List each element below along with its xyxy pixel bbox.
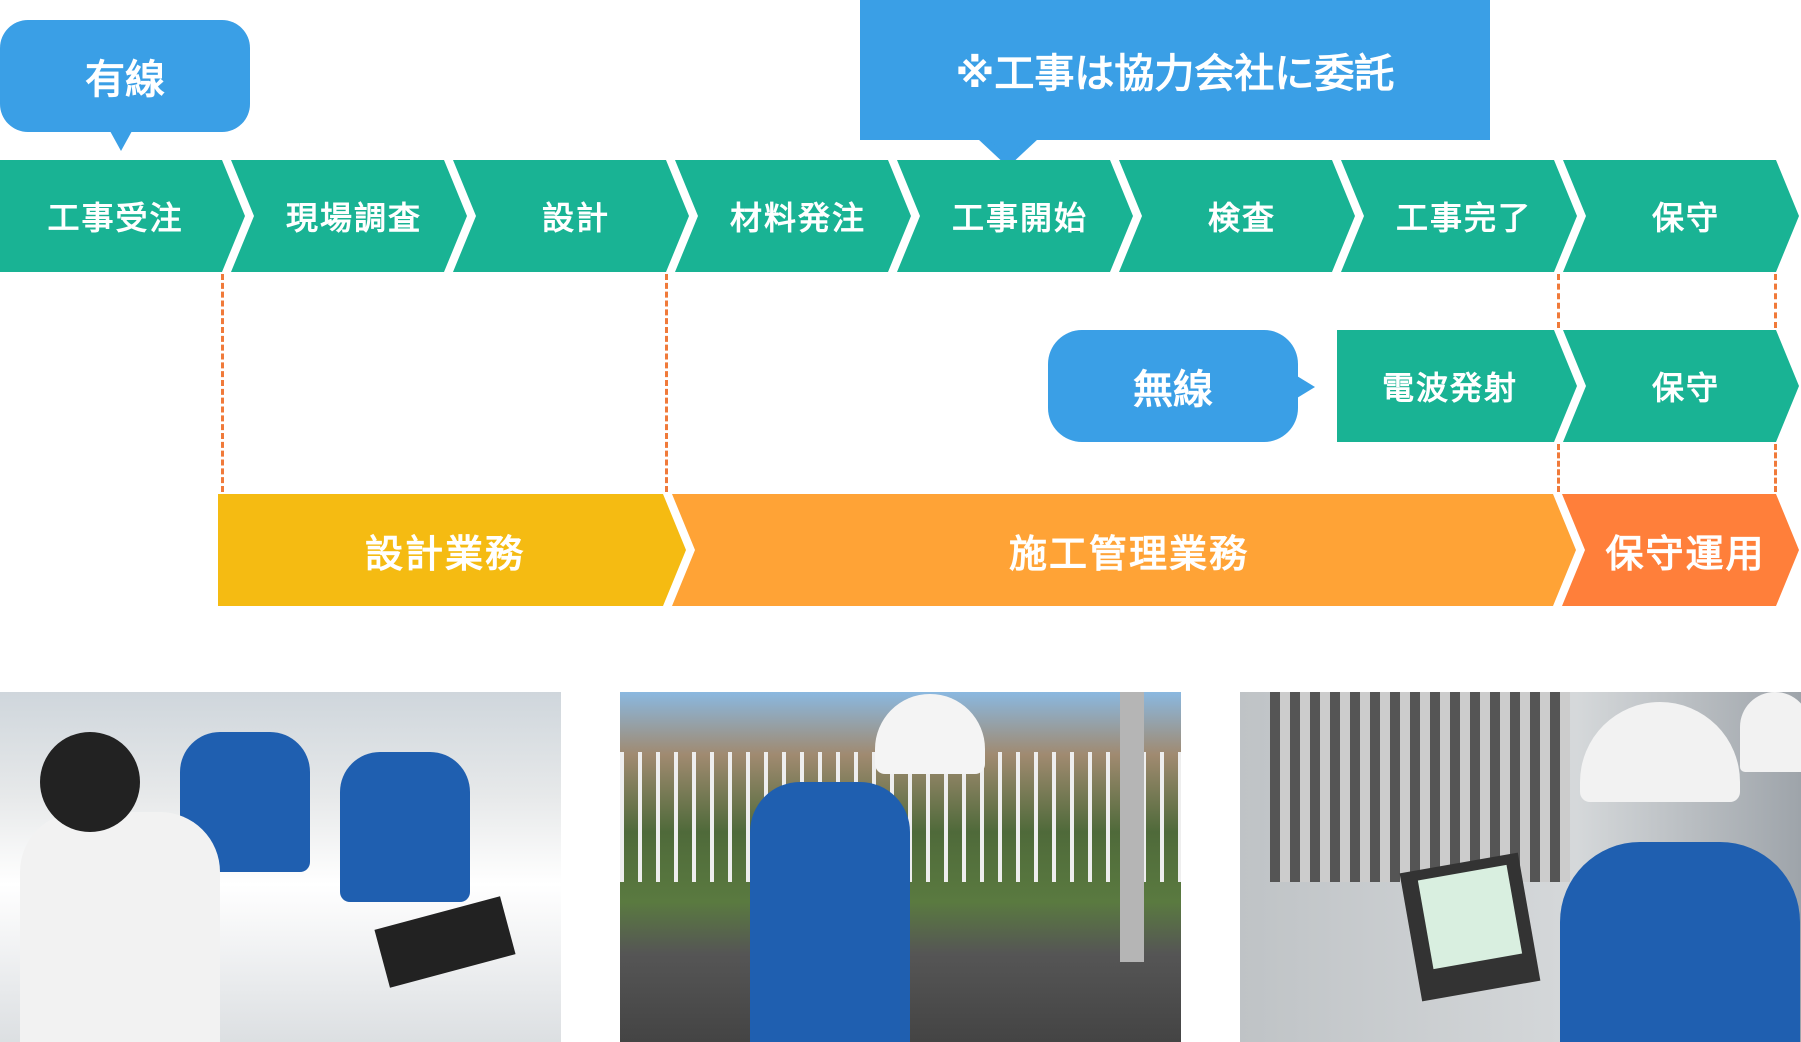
divider-dotted-line [1557,274,1560,328]
step-maintenance: 保守 [1563,160,1799,272]
step-label: 保守 [1651,199,1720,237]
divider-dotted-line [221,274,224,492]
phase-label: 保守運用 [1605,531,1766,576]
step-order-received: 工事受注 [0,160,245,272]
step-material-order: 材料発注 [675,160,911,272]
step-construction-complete: 工事完了 [1341,160,1577,272]
wireless-label: 無線 [1133,367,1213,413]
photo-design-meeting [0,692,561,1042]
step-label: 工事完了 [1395,199,1532,237]
phase-maintenance-operation: 保守運用 [1562,494,1799,606]
divider-dotted-line [1774,444,1777,492]
divider-dotted-line [665,274,668,492]
step-label: 電波発射 [1381,369,1518,407]
divider-dotted-line [1557,444,1560,492]
phase-construction-management: 施工管理業務 [672,494,1576,606]
phase-label: 設計業務 [364,531,525,576]
wired-label: 有線 [85,57,165,103]
commission-note-tail-inner [988,139,1028,157]
step-label: 現場調査 [285,199,422,237]
commission-note: ※工事は協力会社に委託 [955,51,1395,97]
photo-maintenance [1240,692,1801,1042]
step-label: 工事開始 [951,199,1088,237]
wireless-bubble-tail [1297,376,1315,398]
step-label: 材料発注 [729,199,866,237]
step-inspection: 検査 [1119,160,1355,272]
step-design: 設計 [453,160,689,272]
divider-dotted-line [1774,274,1777,328]
step-label: 保守 [1651,369,1720,407]
step-construction-start: 工事開始 [897,160,1133,272]
step-label: 設計 [541,199,610,237]
step-wireless-maintenance: 保守 [1563,330,1799,442]
step-radio-emission: 電波発射 [1337,330,1577,442]
wired-label-bubble: 有線 [0,20,250,132]
wireless-label-bubble: 無線 [1048,330,1298,442]
phase-design-work: 設計業務 [218,494,686,606]
step-label: 検査 [1207,199,1276,237]
step-label: 工事受注 [47,199,184,237]
step-site-survey: 現場調査 [231,160,467,272]
photo-site-survey [620,692,1181,1042]
commission-note-box: ※工事は協力会社に委託 [860,0,1490,140]
wired-bubble-tail [110,131,132,151]
phase-label: 施工管理業務 [1008,531,1249,576]
